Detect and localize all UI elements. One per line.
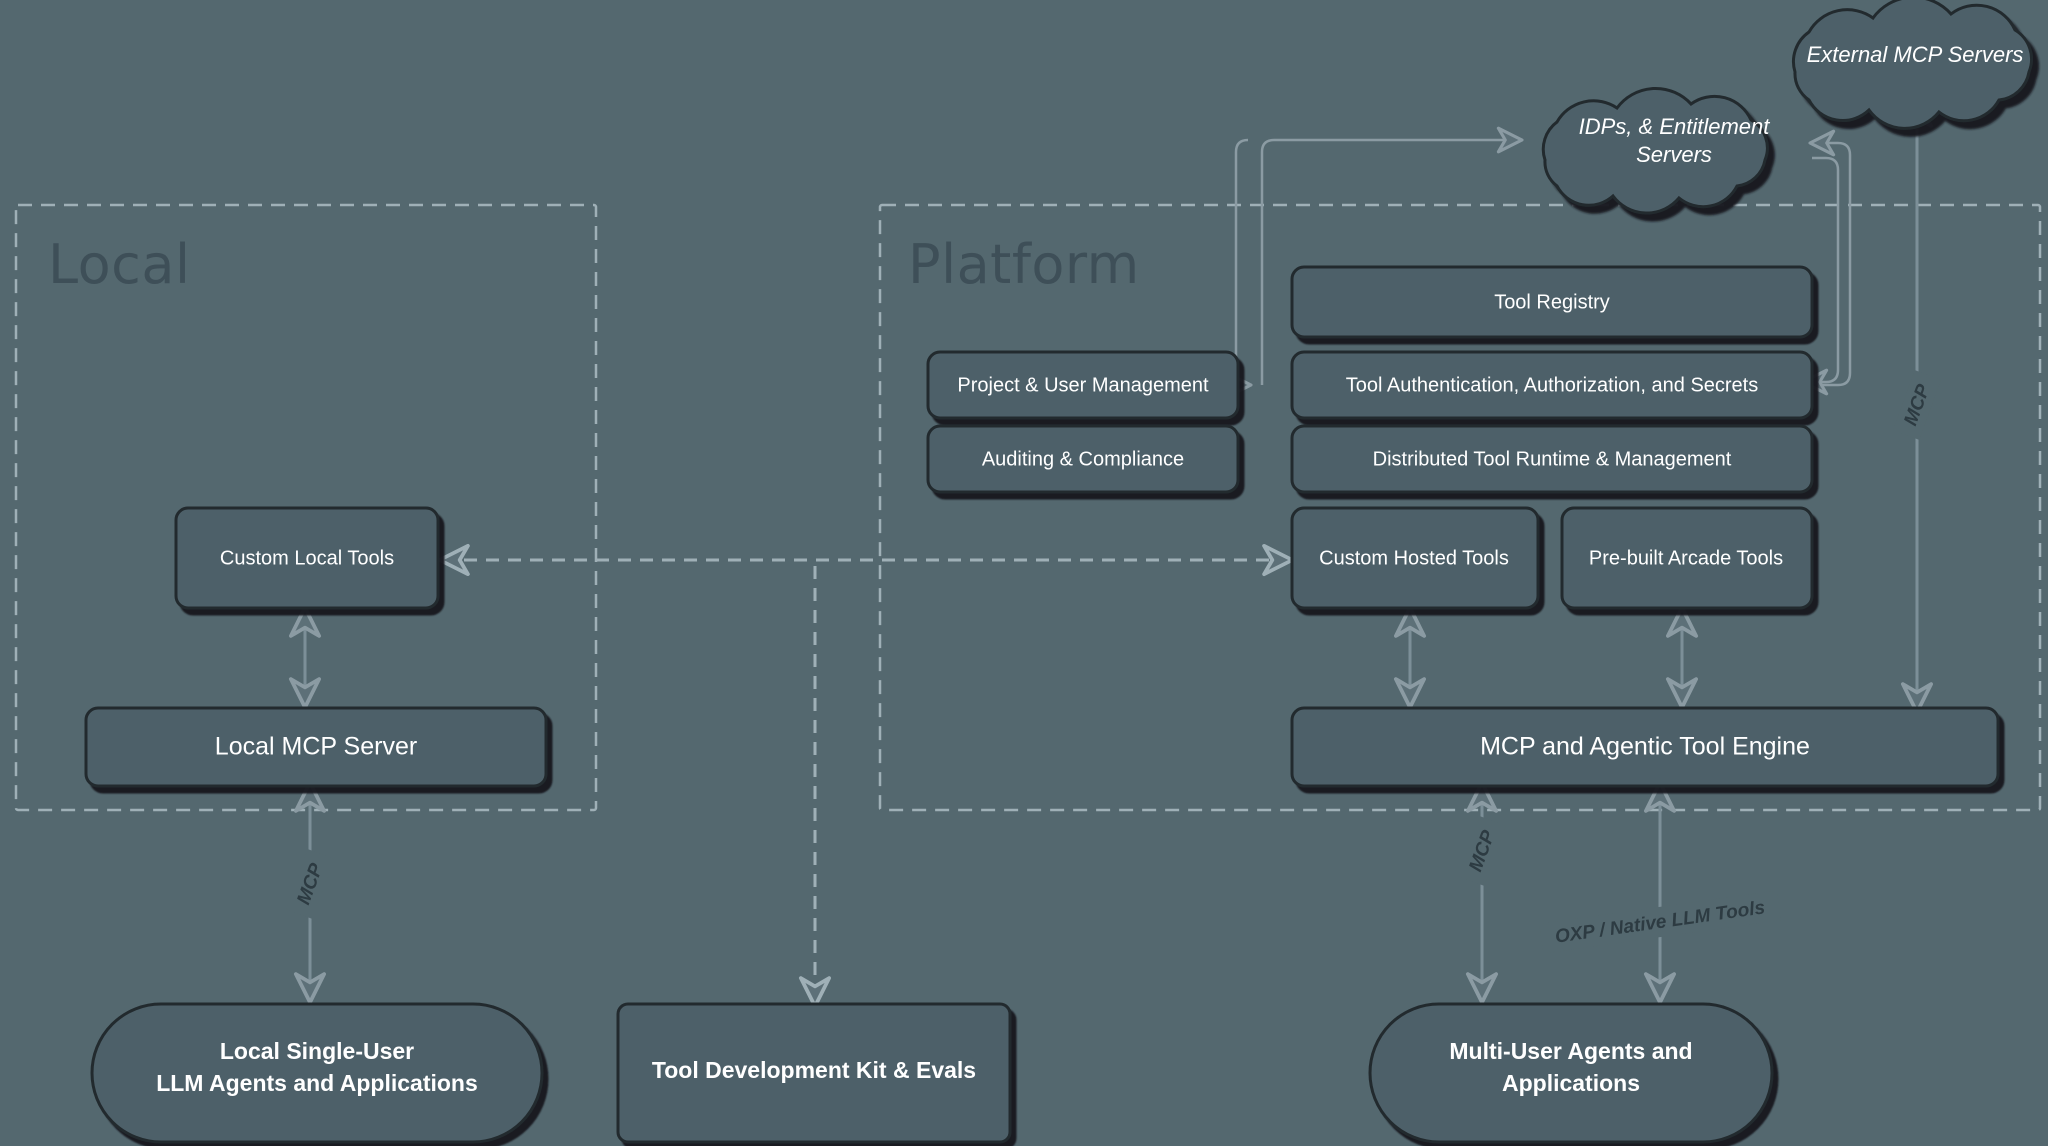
node-tool-registry[interactable]: Tool Registry <box>1290 265 1814 339</box>
connector-custom-tools-dashed <box>437 543 1295 1009</box>
node-prebuilt-arcade-tools[interactable]: Pre-built Arcade Tools <box>1560 506 1814 610</box>
node-tool-auth-label: Tool Authentication, Authorization, and … <box>1346 374 1759 396</box>
node-custom-local-tools-label: Custom Local Tools <box>220 547 394 569</box>
node-custom-hosted-tools[interactable]: Custom Hosted Tools <box>1290 506 1540 610</box>
cloud-idps-label-line1: IDPs, & Entitlement <box>1579 114 1771 139</box>
node-mcp-agentic-tool-engine[interactable]: MCP and Agentic Tool Engine <box>1290 706 2000 788</box>
node-custom-local-tools[interactable]: Custom Local Tools <box>174 506 440 610</box>
connector-idp-toolauth <box>1801 129 1852 396</box>
zone-platform-label: Platform <box>908 233 1140 296</box>
node-project-user-management[interactable]: Project & User Management <box>926 350 1240 420</box>
node-multi-user-line1: Multi-User Agents and <box>1449 1038 1692 1064</box>
node-distributed-tool-runtime-label: Distributed Tool Runtime & Management <box>1373 448 1732 470</box>
node-tool-development-kit[interactable]: Tool Development Kit & Evals <box>616 1002 1012 1144</box>
connector-oxp-native: OXP / Native LLM Tools <box>1539 780 1781 1005</box>
node-project-user-management-label: Project & User Management <box>957 374 1209 396</box>
node-tool-auth[interactable]: Tool Authentication, Authorization, and … <box>1290 350 1814 420</box>
cloud-idps-entitlement-servers[interactable]: IDPs, & Entitlement Servers <box>1541 86 1771 215</box>
connector-idp-loop <box>1225 126 1524 399</box>
node-distributed-tool-runtime[interactable]: Distributed Tool Runtime & Management <box>1290 424 1814 494</box>
cloud-idps-label-line2: Servers <box>1636 142 1712 167</box>
node-auditing-compliance[interactable]: Auditing & Compliance <box>926 424 1240 494</box>
node-auditing-compliance-label: Auditing & Compliance <box>982 448 1184 470</box>
node-local-mcp-server-label: Local MCP Server <box>215 733 417 761</box>
cloud-external-mcp-servers[interactable]: External MCP Servers <box>1791 0 2033 130</box>
connector-local-mcp: MCP <box>285 780 335 1005</box>
node-local-single-user-line2: LLM Agents and Applications <box>156 1070 478 1096</box>
zone-local-label: Local <box>48 233 190 296</box>
node-mcp-agentic-tool-engine-label: MCP and Agentic Tool Engine <box>1480 733 1810 761</box>
node-local-single-user-agents[interactable]: Local Single-User LLM Agents and Applica… <box>90 1002 544 1144</box>
node-prebuilt-arcade-tools-label: Pre-built Arcade Tools <box>1589 547 1783 569</box>
zone-platform: Platform <box>878 203 2042 812</box>
connector-platform-mcp: MCP <box>1457 780 1507 1005</box>
node-local-mcp-server[interactable]: Local MCP Server <box>84 706 548 788</box>
node-custom-hosted-tools-label: Custom Hosted Tools <box>1319 547 1509 569</box>
connector-external-mcp: MCP <box>1892 95 1942 715</box>
node-multi-user-agents[interactable]: Multi-User Agents and Applications <box>1368 1002 1774 1144</box>
node-multi-user-line2: Applications <box>1502 1070 1640 1096</box>
node-tool-registry-label: Tool Registry <box>1494 291 1610 313</box>
cloud-external-mcp-label: External MCP Servers <box>1807 42 2024 67</box>
zone-local: Local <box>14 203 598 812</box>
node-local-single-user-line1: Local Single-User <box>220 1038 414 1064</box>
node-tool-development-kit-label: Tool Development Kit & Evals <box>652 1057 976 1083</box>
